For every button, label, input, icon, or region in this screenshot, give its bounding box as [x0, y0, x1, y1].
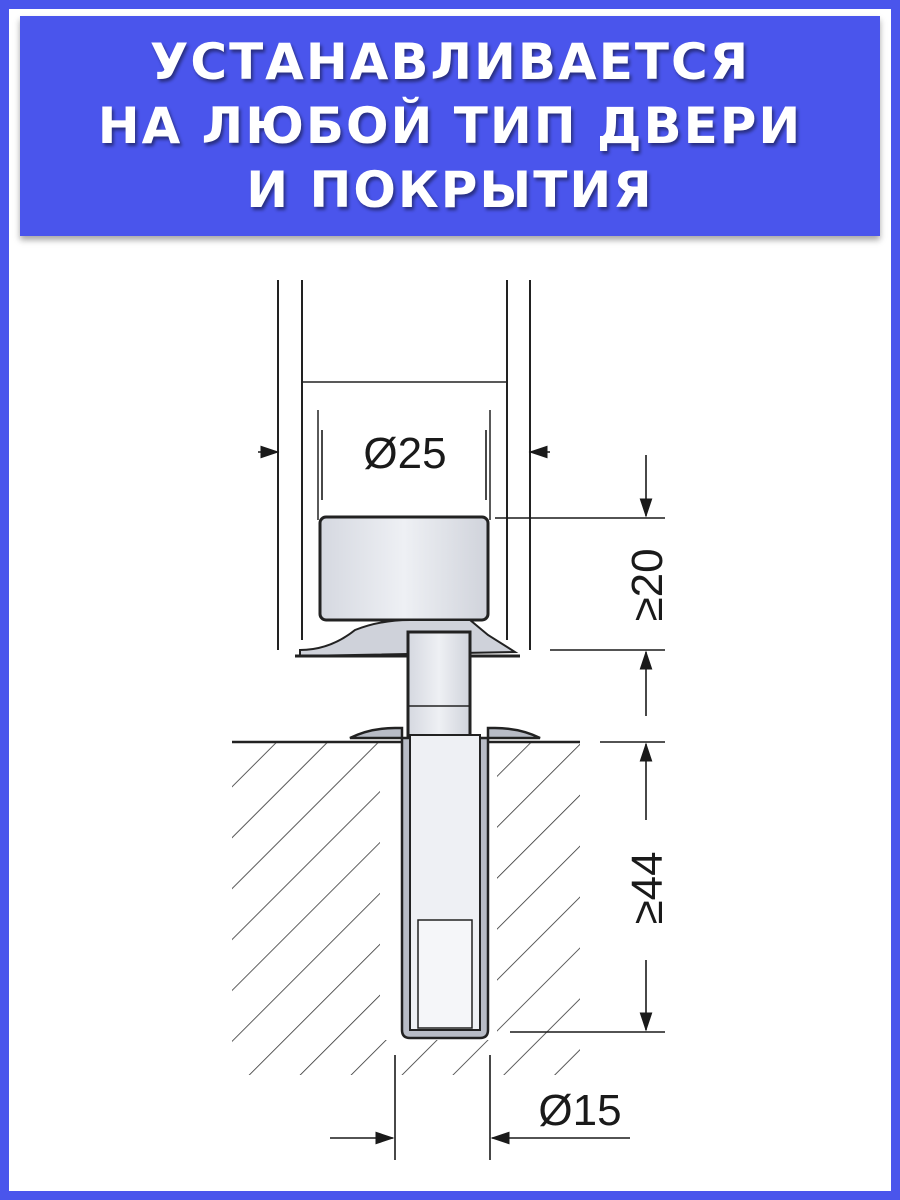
- banner-line-2: НА ЛЮБОЙ ТИП ДВЕРИ: [97, 97, 803, 155]
- floor-sleeve: [349, 726, 541, 1040]
- dim-top-diameter: [258, 430, 550, 500]
- dim-lower-depth-label: ≥44: [623, 851, 672, 924]
- dim-bottom-diameter: [330, 1055, 630, 1160]
- title-banner: УСТАНАВЛИВАЕТСЯ НА ЛЮБОЙ ТИП ДВЕРИ И ПОК…: [20, 16, 880, 236]
- banner-line-3: И ПОКРЫТИЯ: [246, 161, 654, 219]
- dim-upper-height: [495, 455, 665, 716]
- dim-upper-height-label: ≥20: [623, 548, 672, 621]
- dim-bottom-diameter-label: Ø15: [538, 1086, 621, 1135]
- dim-lower-depth: [510, 741, 665, 1033]
- dim-top-diameter-label: Ø25: [363, 429, 446, 478]
- banner-line-1: УСТАНАВЛИВАЕТСЯ: [149, 33, 751, 91]
- door-leaf: [277, 280, 531, 650]
